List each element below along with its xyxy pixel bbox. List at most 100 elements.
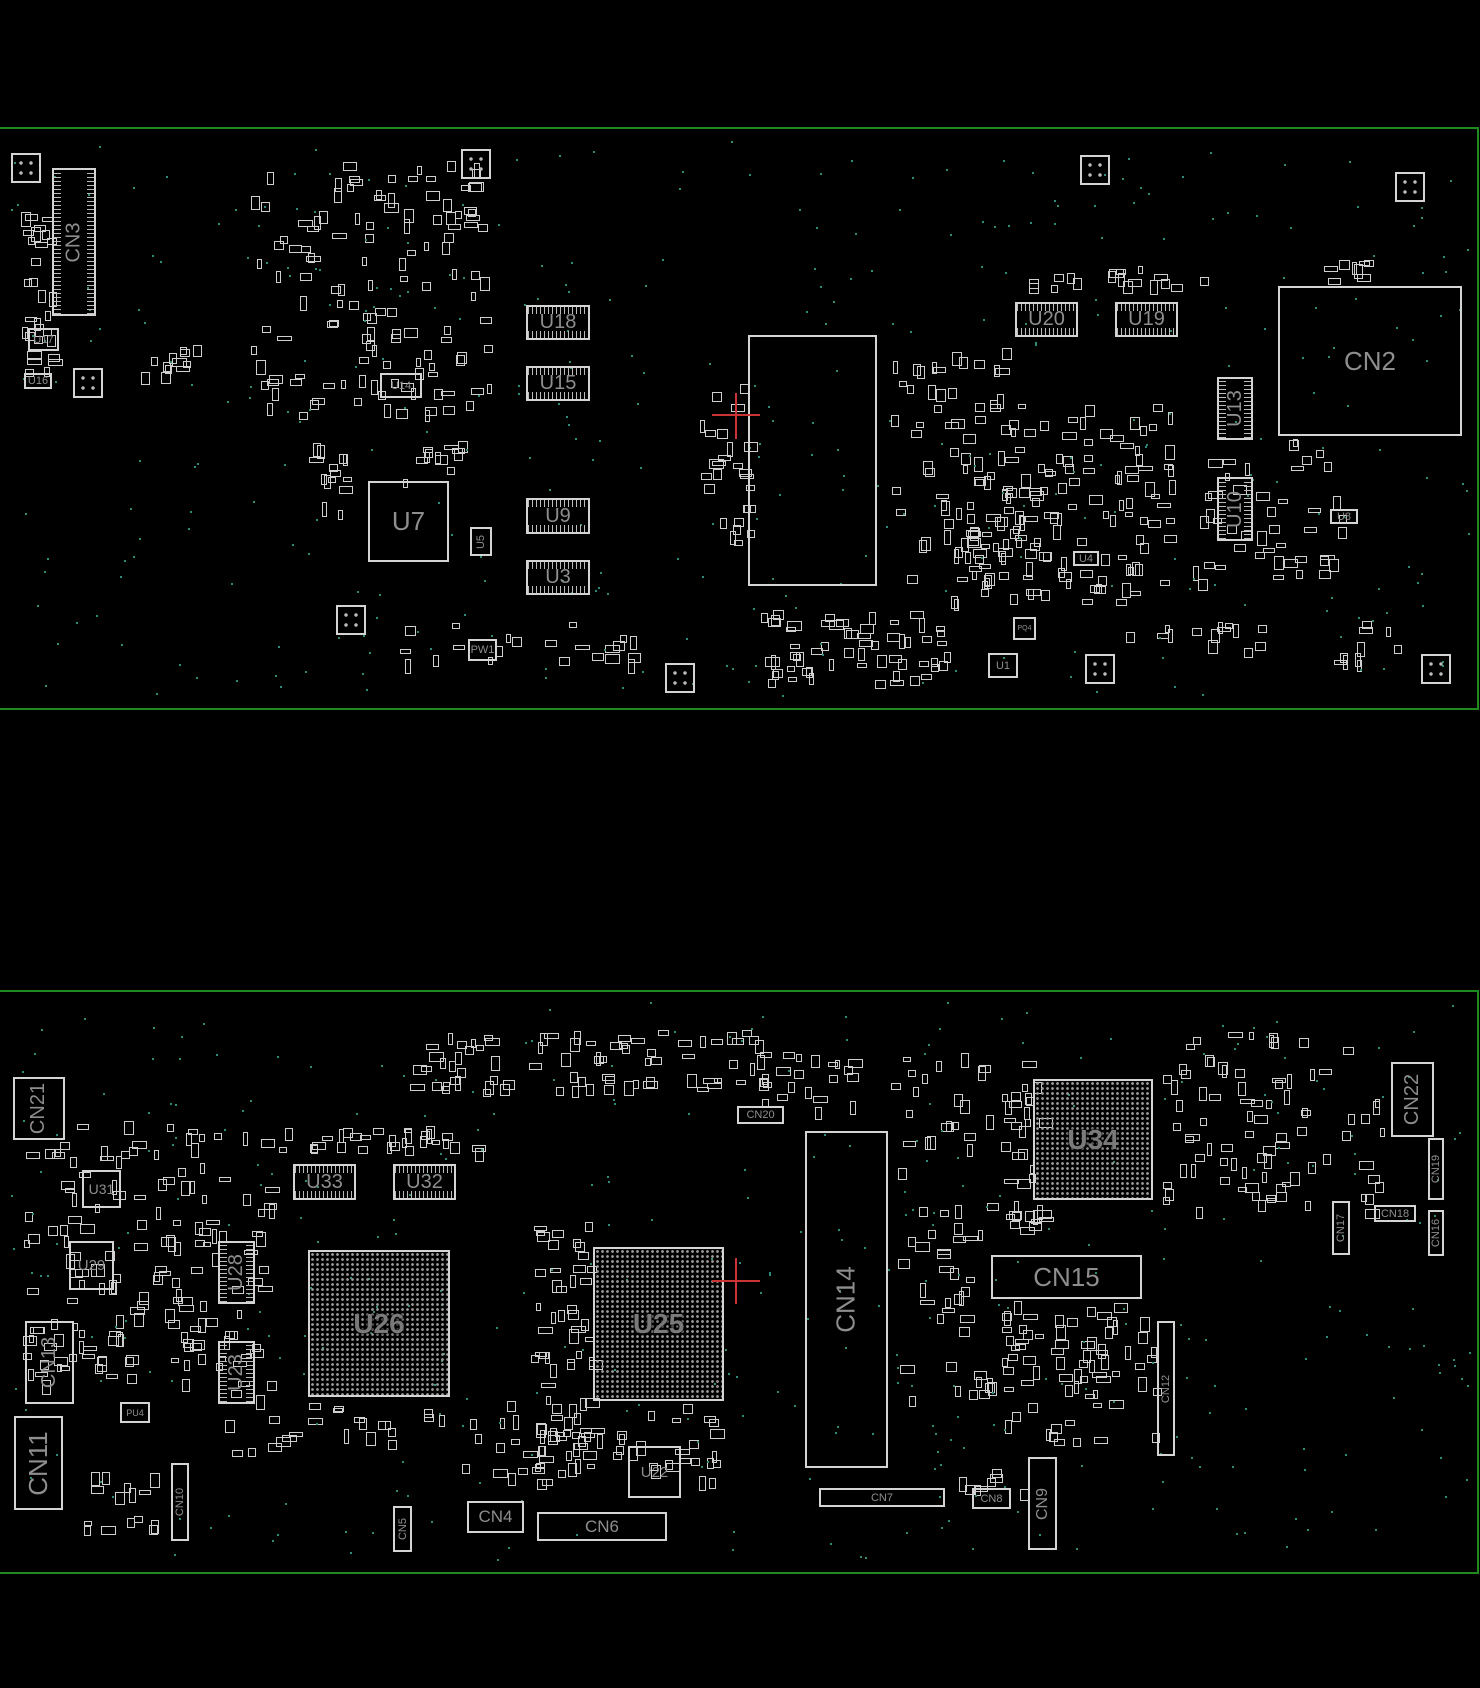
via-dot: [848, 1144, 851, 1147]
chip-u15[interactable]: U15: [526, 366, 590, 401]
via-dot: [103, 1093, 106, 1096]
connector-cn2[interactable]: CN2: [1278, 286, 1462, 436]
chip-u13[interactable]: U13: [1217, 377, 1253, 440]
smd-pad: [401, 1138, 407, 1149]
smd-pad: [1138, 266, 1144, 275]
smd-pad: [1109, 269, 1125, 279]
smd-pad: [33, 225, 46, 233]
smd-pad: [1034, 537, 1042, 547]
smd-pad: [1127, 278, 1142, 287]
connector-cn13[interactable]: CN13: [25, 1321, 74, 1404]
chip-u17[interactable]: U17: [28, 328, 59, 351]
via-dot: [329, 172, 332, 175]
connector-cn8[interactable]: CN8: [972, 1488, 1011, 1509]
connector-cn15[interactable]: CN15: [991, 1255, 1142, 1299]
label: CN21: [27, 1082, 50, 1135]
bga-chip-u26[interactable]: U26: [308, 1250, 450, 1397]
module-outline[interactable]: [748, 335, 877, 586]
smd-pad: [1292, 439, 1298, 448]
smd-pad: [387, 174, 396, 183]
chip-u29[interactable]: U29: [69, 1241, 114, 1290]
smd-pad: [192, 1340, 205, 1351]
chip-u5[interactable]: U5: [470, 527, 492, 556]
chip-u8[interactable]: U8: [1330, 509, 1358, 524]
bga-chip-u34[interactable]: U34: [1033, 1079, 1153, 1200]
connector-cn16[interactable]: CN16: [1428, 1210, 1444, 1256]
connector-cn7[interactable]: CN7: [819, 1488, 945, 1507]
smd-pad: [1242, 1166, 1248, 1179]
smd-pad: [749, 1063, 755, 1077]
via-dot: [686, 1418, 689, 1421]
chip-pu4[interactable]: PU4: [120, 1402, 150, 1423]
smd-pad: [408, 175, 419, 182]
chip-u10[interactable]: U10: [1217, 477, 1253, 541]
smd-pad: [450, 1077, 461, 1086]
via-dot: [863, 1247, 866, 1250]
chip-u20[interactable]: U20: [1015, 302, 1078, 337]
label: CN16: [1430, 1218, 1442, 1248]
smd-pad: [621, 1044, 630, 1054]
via-dot: [958, 1273, 961, 1276]
smd-pad: [25, 316, 38, 322]
chip-u31[interactable]: U31: [82, 1170, 121, 1208]
smd-pad: [1175, 1099, 1183, 1112]
via-dot: [980, 557, 983, 560]
chip-u23[interactable]: U23: [218, 1341, 255, 1404]
smd-pad: [441, 390, 456, 396]
via-dot: [1306, 1528, 1309, 1531]
chip-u1[interactable]: U1: [988, 653, 1018, 678]
smd-pad: [1010, 1220, 1021, 1229]
smd-pad: [266, 379, 279, 387]
connector-cn14[interactable]: CN14: [805, 1131, 888, 1468]
bga-chip-u25[interactable]: U25: [593, 1247, 724, 1401]
smd-pad: [1362, 621, 1373, 630]
connector-cn20[interactable]: CN20: [737, 1106, 784, 1124]
via-dot: [23, 1119, 26, 1122]
smd-pad: [336, 300, 343, 309]
chip-u14[interactable]: U14: [380, 373, 422, 398]
chip-u22[interactable]: U22: [628, 1446, 681, 1498]
connector-cn17[interactable]: CN17: [1332, 1201, 1350, 1255]
smd-pad: [334, 187, 343, 203]
connector-cn4[interactable]: CN4: [467, 1501, 524, 1533]
chip-u32[interactable]: U32: [393, 1164, 456, 1200]
smd-pad: [970, 527, 981, 537]
connector-cn10[interactable]: CN10: [171, 1463, 189, 1541]
chip-u33[interactable]: U33: [293, 1164, 356, 1200]
smd-pad: [1102, 511, 1109, 520]
via-dot: [1440, 314, 1443, 317]
chip-u28[interactable]: U28: [218, 1241, 255, 1304]
smd-pad: [1205, 493, 1213, 502]
connector-cn11[interactable]: CN11: [14, 1416, 63, 1510]
connector-cn9[interactable]: CN9: [1028, 1457, 1057, 1550]
via-dot: [911, 1384, 914, 1387]
connector-cn18[interactable]: CN18: [1374, 1205, 1416, 1222]
smd-pad: [650, 1465, 661, 1480]
chip-u16[interactable]: U16: [24, 373, 52, 389]
connector-cn21[interactable]: CN21: [13, 1077, 65, 1140]
via-dot: [1111, 584, 1114, 587]
via-dot: [156, 693, 159, 696]
smd-pad: [454, 1051, 462, 1065]
chip-u18[interactable]: U18: [526, 305, 590, 340]
connector-cn19[interactable]: CN19: [1428, 1138, 1444, 1200]
chip-u7[interactable]: U7: [368, 481, 449, 562]
connector-cn6[interactable]: CN6: [537, 1512, 667, 1541]
via-dot: [1113, 510, 1116, 513]
chip-u3[interactable]: U3: [526, 560, 590, 595]
chip-pq4[interactable]: PQ4: [1013, 617, 1036, 640]
chip-u19[interactable]: U19: [1115, 302, 1178, 337]
connector-cn12[interactable]: CN12: [1157, 1321, 1175, 1456]
via-dot: [271, 1539, 274, 1542]
via-dot: [203, 1023, 206, 1026]
via-dot: [758, 442, 761, 445]
connector-cn22[interactable]: CN22: [1391, 1062, 1434, 1137]
connector-cn5[interactable]: CN5: [393, 1506, 412, 1552]
chip-pw1[interactable]: PW1: [468, 639, 497, 661]
smd-pad: [200, 1162, 206, 1174]
smd-pad: [327, 320, 339, 328]
chip-u4[interactable]: U4: [1073, 551, 1099, 566]
connector-cn3[interactable]: CN3: [52, 168, 96, 316]
chip-u9[interactable]: U9: [526, 498, 590, 534]
smd-pad: [162, 362, 171, 373]
